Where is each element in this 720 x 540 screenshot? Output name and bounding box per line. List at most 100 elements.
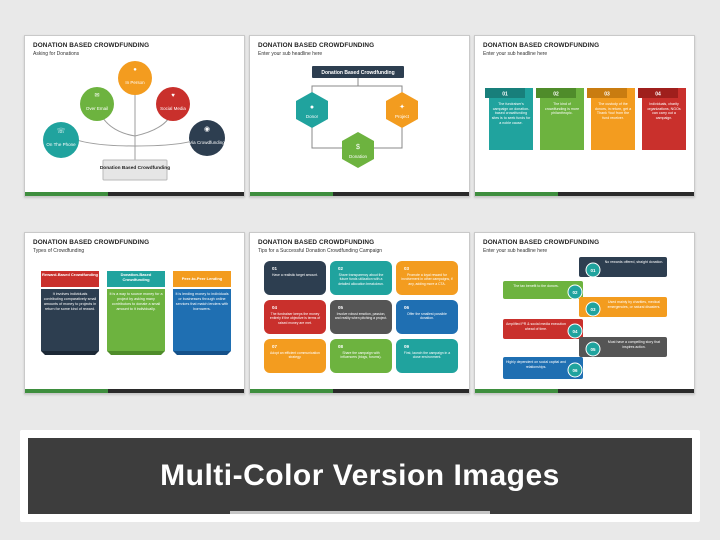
globe-icon: ◉: [204, 126, 210, 133]
slide-subtitle: Types of Crowdfunding: [33, 248, 85, 254]
hexagon-donor: [296, 92, 328, 128]
svg-text:04: 04: [655, 92, 661, 98]
step-card-03: 03 The custody of the donors, in return,…: [587, 88, 635, 150]
hex-label: Donor: [306, 114, 319, 119]
svg-text:02: 02: [553, 92, 559, 98]
node-label: In Person: [125, 80, 145, 85]
slide-footer-bar: [475, 192, 694, 196]
type-column-peer: Peer-to-Peer Lending It is lending money…: [173, 271, 231, 355]
slide-footer-bar: [250, 192, 469, 196]
svg-text:03: 03: [590, 307, 596, 312]
slide-footer-bar: [25, 192, 244, 196]
slide-thumbnail-5[interactable]: DONATION BASED CROWDFUNDING Tips for a S…: [249, 232, 470, 394]
type-column-donation: Donation-Based Crowdfunding It is a way …: [107, 271, 165, 355]
node-label: Over Email: [86, 106, 108, 111]
step-card-01: 01 The fundraiser's campaign on donation…: [485, 88, 533, 150]
phone-icon: ☏: [57, 127, 66, 135]
person-icon: ●: [133, 67, 137, 73]
svg-text:06: 06: [404, 305, 410, 310]
slide-thumbnail-3[interactable]: DONATION BASED CROWDFUNDING Enter your s…: [474, 35, 695, 197]
svg-text:03: 03: [604, 92, 610, 98]
svg-text:02: 02: [338, 266, 344, 271]
hex-label: Project: [395, 114, 410, 119]
svg-text:02: 02: [572, 290, 578, 295]
banner-underline: [230, 511, 490, 514]
node-circle-social-media: [156, 87, 190, 121]
svg-text:05: 05: [590, 347, 596, 352]
slide-footer-bar: [250, 389, 469, 393]
slide-thumbnail-2[interactable]: DONATION BASED CROWDFUNDING Enter your s…: [249, 35, 470, 197]
header-box-label: Donation Based Crowdfunding: [321, 70, 394, 76]
svg-text:03: 03: [404, 266, 410, 271]
svg-text:09: 09: [404, 344, 410, 349]
svg-text:07: 07: [272, 344, 278, 349]
node-label: Via Crowdfunding: [189, 140, 225, 145]
node-circle-in-person: [118, 61, 152, 95]
header-box: [312, 66, 404, 78]
step-cards-diagram: 01 The fundraiser's campaign on donation…: [485, 88, 686, 150]
banner-title: Multi-Color Version Images: [160, 459, 560, 492]
slide-subtitle: Enter your sub headline here: [483, 248, 548, 254]
slide-title: DONATION BASED CROWDFUNDING: [483, 239, 600, 246]
types-columns-diagram: Reward-Based Crowdfunding It involves in…: [41, 271, 231, 355]
hexagon-diagram: Donation Based Crowdfunding ● ✦ $ Donor …: [296, 66, 418, 168]
node-circle-over-email: [80, 87, 114, 121]
slide-thumbnail-4[interactable]: DONATION BASED CROWDFUNDING Types of Cro…: [24, 232, 245, 394]
hex-label: Donation: [349, 154, 368, 159]
slide-subtitle: Tips for a Successful Donation Crowdfund…: [258, 248, 383, 254]
slide-title: DONATION BASED CROWDFUNDING: [483, 42, 600, 49]
email-icon: ✉: [94, 93, 99, 99]
slide-thumbnail-6[interactable]: DONATION BASED CROWDFUNDING Enter your s…: [474, 232, 695, 394]
svg-text:04: 04: [272, 305, 278, 310]
slide-footer-bar: [25, 389, 244, 393]
share-icon: ♥: [171, 93, 175, 99]
slide-title: DONATION BASED CROWDFUNDING: [258, 239, 375, 246]
svg-text:01: 01: [590, 268, 596, 273]
hexagon-donation: [342, 132, 374, 168]
banner-panel: Multi-Color Version Images: [28, 438, 692, 514]
slide-title: DONATION BASED CROWDFUNDING: [258, 42, 375, 49]
slide-title: DONATION BASED CROWDFUNDING: [33, 239, 150, 246]
slide-subtitle: Asking for Donations: [33, 51, 80, 57]
slide-subtitle: Enter your sub headline here: [258, 51, 323, 57]
svg-text:01: 01: [502, 92, 508, 98]
step-card-04: 04 Individuals, charity organizations, N…: [638, 88, 686, 150]
base-label: Donation Based Crowdfunding: [100, 165, 170, 171]
node-circle-via-crowdfunding: [189, 120, 225, 156]
coins-icon: $: [356, 144, 360, 151]
svg-text:06: 06: [572, 368, 578, 373]
node-label: On The Phone: [46, 142, 76, 147]
slide-title: DONATION BASED CROWDFUNDING: [33, 42, 150, 49]
svg-text:04: 04: [572, 329, 578, 334]
svg-text:05: 05: [338, 305, 344, 310]
slide-footer-bar: [475, 389, 694, 393]
group-icon: ●: [310, 104, 314, 111]
node-label: Social Media: [160, 106, 186, 111]
slide-thumbnail-1[interactable]: DONATION BASED CROWDFUNDING Asking for D…: [24, 35, 245, 197]
step-card-02: 02 The kind of crowdfunding is more phil…: [536, 88, 584, 150]
slide-subtitle: Enter your sub headline here: [483, 51, 548, 57]
donation-tree-diagram: ● ✉ ♥ ☏ ◉ In Person Over Email Social Me…: [43, 61, 225, 181]
banner: Multi-Color Version Images: [20, 430, 700, 522]
node-circle-on-the-phone: [43, 122, 79, 158]
svg-text:08: 08: [338, 344, 344, 349]
svg-text:01: 01: [272, 266, 278, 271]
lightbulb-icon: ✦: [399, 103, 405, 111]
